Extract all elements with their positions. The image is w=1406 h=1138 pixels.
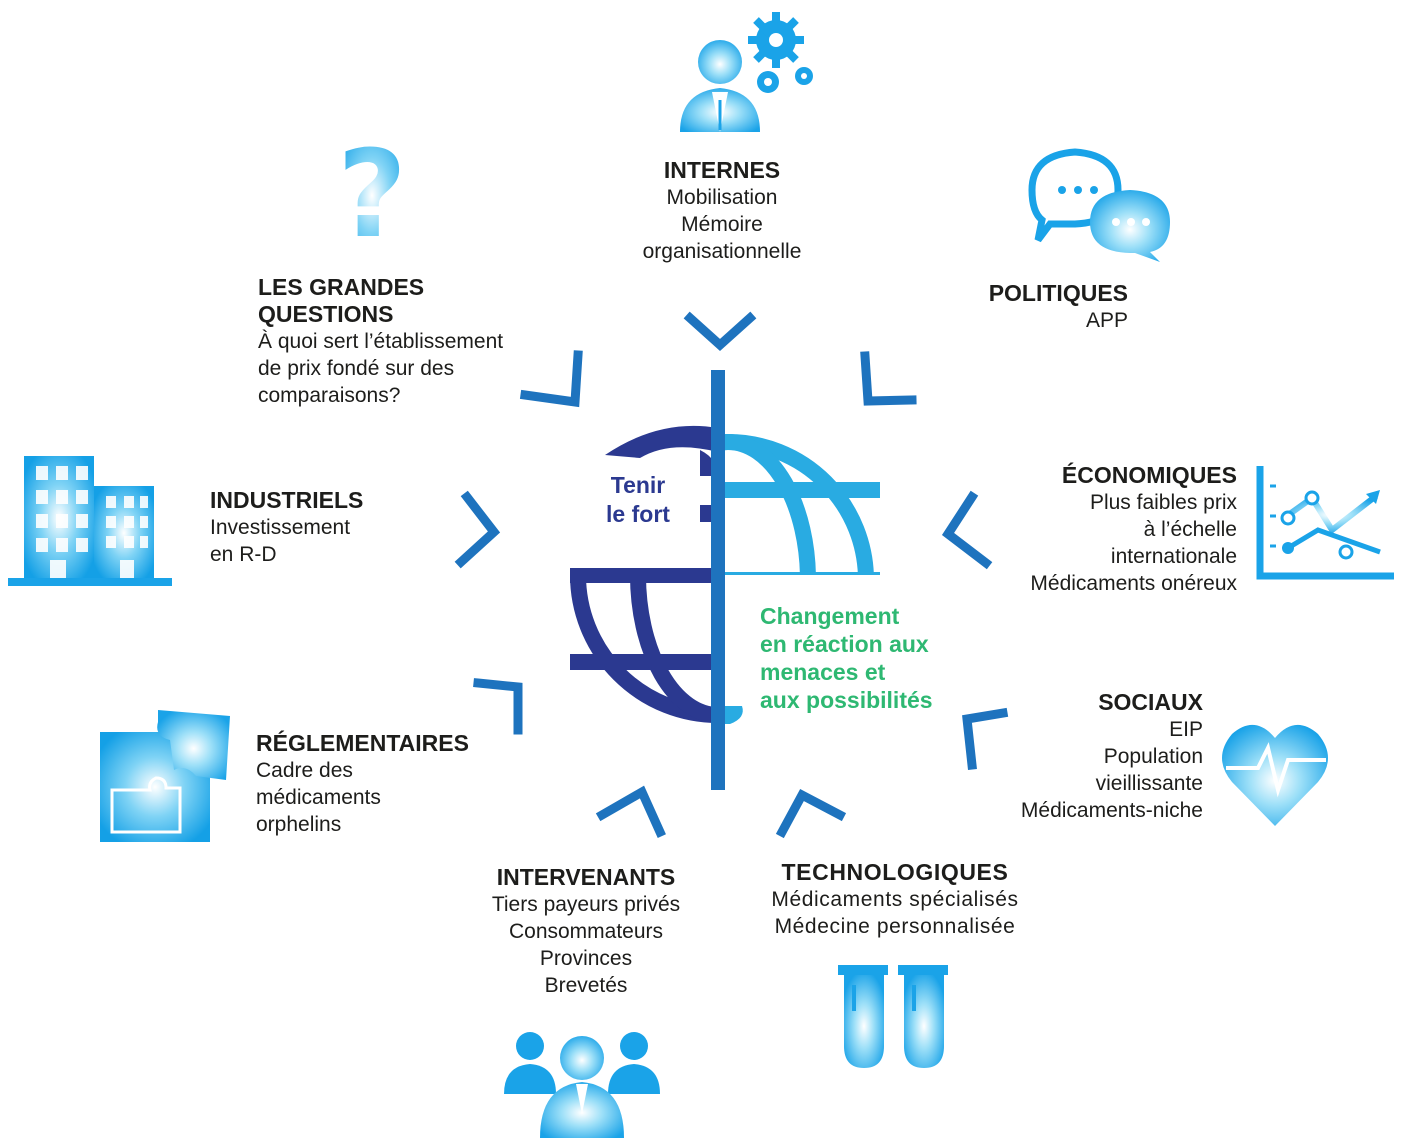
industriels-line-1: Investissement <box>210 516 351 539</box>
arrow-top-right <box>860 351 917 406</box>
economiques-line-4: Médicaments onéreux <box>1030 572 1237 595</box>
sociaux-line-4: Médicaments-niche <box>1020 799 1203 822</box>
internes-line-3: organisationnelle <box>642 240 802 263</box>
heart-pulse-icon <box>1222 724 1328 826</box>
hold-fort-label-2: le fort <box>606 501 670 527</box>
factor-economiques: ÉCONOMIQUES Plus faibles prix à l’échell… <box>960 462 1237 597</box>
economiques-line-2: à l’échelle <box>1143 518 1237 541</box>
questions-line-1: À quoi sert l’établissement <box>258 330 504 353</box>
arrow-bottom-left <box>473 678 523 735</box>
growth-chart-icon <box>1256 466 1394 580</box>
reglementaires-line-2: médicaments <box>256 786 381 809</box>
arrow-bottom-left-2 <box>595 785 666 838</box>
globe-icon <box>570 370 880 790</box>
arrow-bottom-right-2 <box>775 788 847 839</box>
economiques-line-1: Plus faibles prix <box>1089 491 1237 514</box>
factor-politiques: POLITIQUES APP <box>920 280 1128 334</box>
sociaux-line-1: EIP <box>1169 718 1203 741</box>
questions-title-1: LES GRANDES <box>258 274 425 300</box>
sociaux-line-2: Population <box>1103 745 1203 768</box>
economiques-title: ÉCONOMIQUES <box>1061 462 1237 488</box>
factor-industriels: INDUSTRIELS Investissement en R-D <box>210 487 440 568</box>
technologiques-line-1: Médicaments spécialisés <box>771 888 1019 911</box>
intervenants-line-1: Tiers payeurs privés <box>491 893 681 916</box>
questions-line-2: de prix fondé sur des <box>258 357 455 380</box>
arrow-top <box>683 311 757 352</box>
industriels-line-2: en R-D <box>210 543 277 566</box>
economiques-line-3: internationale <box>1110 545 1237 568</box>
questions-title-2: QUESTIONS <box>258 301 394 327</box>
intervenants-line-3: Provinces <box>539 947 633 970</box>
buildings-icon <box>8 456 172 586</box>
factor-technologiques: TECHNOLOGIQUES Médicaments spécialisés M… <box>730 859 1060 940</box>
factor-questions: LES GRANDES QUESTIONS À quoi sert l’étab… <box>258 274 578 409</box>
person-gears-icon <box>680 12 813 132</box>
internes-line-2: Mémoire <box>681 213 763 236</box>
factor-internes: INTERNES Mobilisation Mémoire organisati… <box>607 157 837 265</box>
change-label-4: aux possibilités <box>760 687 933 713</box>
hold-fort-label-1: Tenir <box>611 472 666 498</box>
factor-intervenants: INTERVENANTS Tiers payeurs privés Consom… <box>456 864 716 999</box>
intervenants-line-2: Consommateurs <box>508 920 664 943</box>
reglementaires-line-1: Cadre des <box>256 759 353 782</box>
arrow-right <box>941 490 993 570</box>
sociaux-title: SOCIAUX <box>1098 689 1203 715</box>
factor-sociaux: SOCIAUX EIP Population vieillissante Méd… <box>960 689 1203 824</box>
sociaux-line-3: vieillissante <box>1095 772 1203 795</box>
chevron-arrows <box>454 311 1009 839</box>
industriels-title: INDUSTRIELS <box>210 487 364 513</box>
politiques-line-1: APP <box>1085 309 1128 332</box>
arrow-top-left <box>519 350 583 408</box>
arrow-bottom-right <box>962 707 1009 770</box>
speech-bubbles-icon <box>1028 148 1170 262</box>
politiques-title: POLITIQUES <box>988 280 1128 306</box>
technologiques-title: TECHNOLOGIQUES <box>781 859 1009 885</box>
change-label-1: Changement <box>760 603 900 629</box>
change-label-3: menaces et <box>760 659 886 685</box>
technologiques-line-2: Médecine personnalisée <box>774 915 1016 938</box>
arrow-left <box>454 490 501 569</box>
internes-line-1: Mobilisation <box>666 186 778 209</box>
reglementaires-line-3: orphelins <box>256 813 342 836</box>
test-tubes-icon <box>838 965 948 1068</box>
intervenants-line-4: Brevetés <box>544 974 628 997</box>
reglementaires-title: RÉGLEMENTAIRES <box>256 730 469 756</box>
change-label-2: en réaction aux <box>760 631 929 657</box>
internes-title: INTERNES <box>663 157 781 183</box>
questions-line-3: comparaisons? <box>258 384 401 407</box>
intervenants-title: INTERVENANTS <box>496 864 676 890</box>
people-group-icon <box>504 1032 660 1138</box>
factor-reglementaires: RÉGLEMENTAIRES Cadre des médicaments orp… <box>256 730 516 838</box>
svg-text:?: ? <box>337 126 407 265</box>
puzzle-icon <box>100 710 230 842</box>
question-mark-icon: ? <box>337 126 407 265</box>
